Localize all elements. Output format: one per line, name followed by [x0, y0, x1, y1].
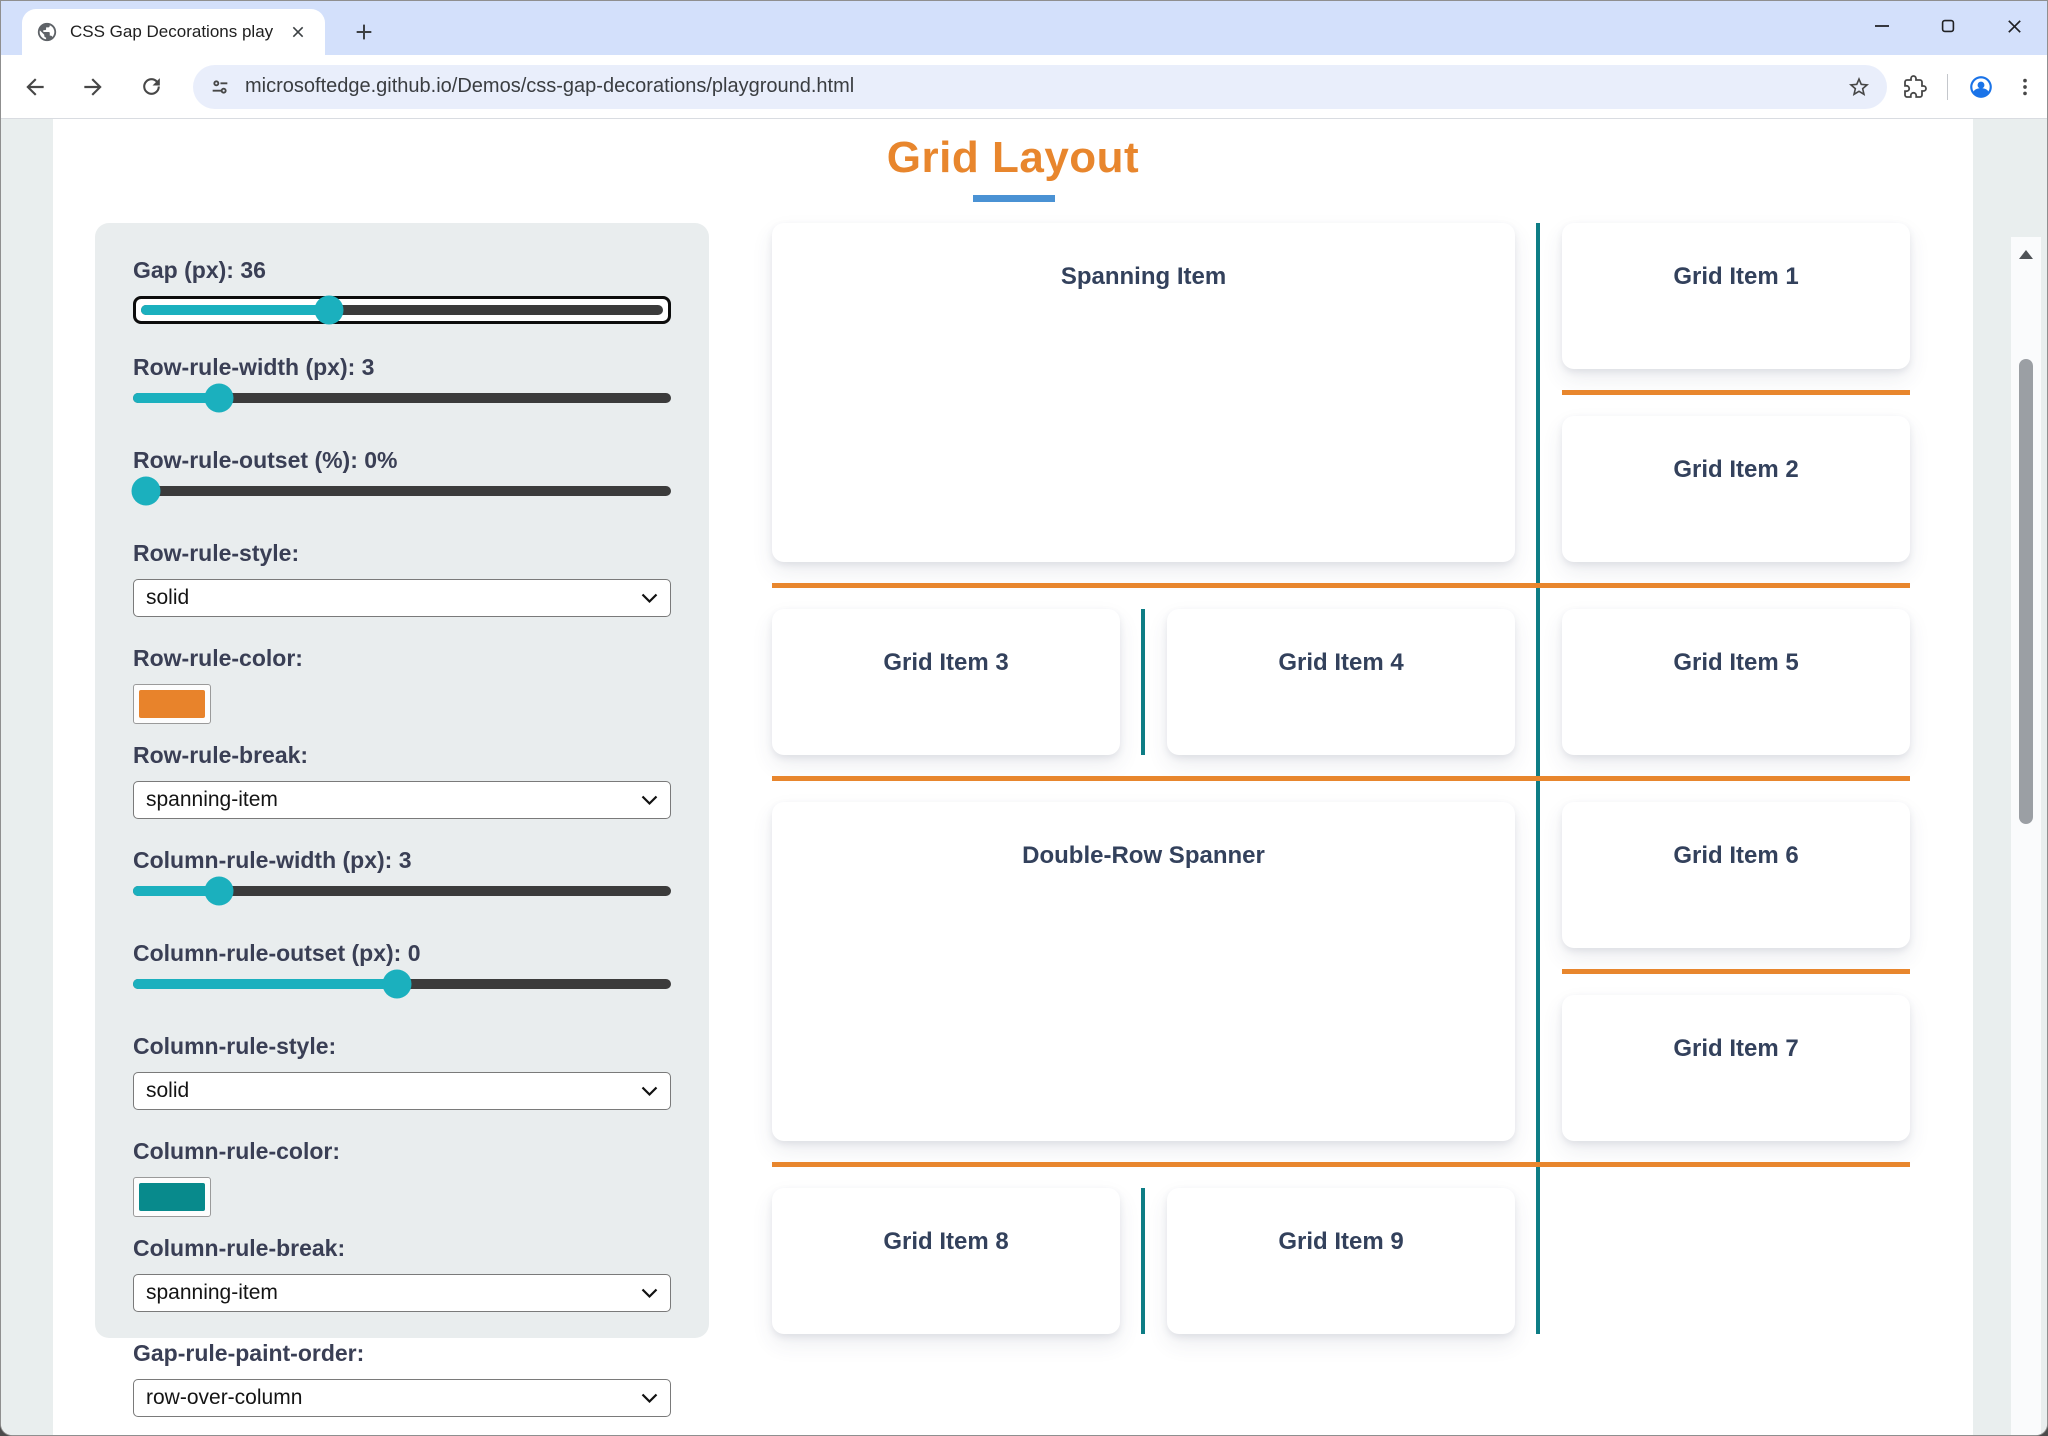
- slider-thumb[interactable]: [382, 969, 412, 999]
- row-rule-width-label: Row-rule-width (px): 3: [133, 354, 375, 380]
- address-bar[interactable]: microsoftedge.github.io/Demos/css-gap-de…: [193, 64, 1887, 109]
- window-controls: [1867, 11, 2029, 41]
- forward-icon[interactable]: [71, 65, 115, 109]
- slider-fill: [133, 979, 397, 989]
- gap-slider[interactable]: [141, 295, 663, 325]
- gap-slider-focus-ring: [133, 295, 671, 325]
- column-rule-style-select[interactable]: solid: [133, 1072, 671, 1110]
- page-viewport: Grid Layout Gap (px): 36 Row-rule-width …: [1, 119, 2047, 1435]
- grid-card-5: Grid Item 5: [1562, 609, 1910, 755]
- slider-thumb[interactable]: [204, 383, 234, 413]
- grid-card-6: Grid Item 6: [1562, 802, 1910, 948]
- row-rule-width-slider[interactable]: [133, 383, 671, 413]
- gap-label: Gap (px): 36: [133, 257, 266, 283]
- column-rule-break-label: Column-rule-break:: [133, 1235, 346, 1261]
- slider-fill: [133, 886, 220, 896]
- minimize-icon[interactable]: [1867, 11, 1897, 41]
- column-rule-outset-label: Column-rule-outset (px): 0: [133, 940, 421, 966]
- vertical-scrollbar[interactable]: [2011, 237, 2041, 1435]
- url-text[interactable]: microsoftedge.github.io/Demos/css-gap-de…: [245, 75, 855, 97]
- grid-card-spanning-item: Spanning Item: [772, 223, 1515, 562]
- color-swatch: [139, 1183, 205, 1211]
- page-title: Grid Layout: [886, 133, 1140, 182]
- slider-fill: [141, 305, 329, 315]
- slider-thumb[interactable]: [131, 476, 161, 506]
- column-rule-row6: [1141, 1188, 1145, 1334]
- slider-thumb[interactable]: [314, 295, 344, 325]
- column-rule-row3: [1141, 609, 1145, 755]
- grid-card-7: Grid Item 7: [1562, 995, 1910, 1141]
- color-swatch: [139, 690, 205, 718]
- extensions-icon[interactable]: [1903, 74, 1927, 99]
- browser-toolbar: microsoftedge.github.io/Demos/css-gap-de…: [1, 55, 2047, 119]
- column-rule-color-input[interactable]: [133, 1177, 211, 1217]
- globe-favicon-icon: [36, 21, 58, 43]
- row-rule-full-rows2-3: [772, 583, 1910, 588]
- column-rule-style-label: Column-rule-style:: [133, 1033, 337, 1059]
- grid-card-2: Grid Item 2: [1562, 416, 1910, 562]
- controls-panel: Gap (px): 36 Row-rule-width (px): 3 Row-…: [95, 223, 709, 1417]
- row-rule-color-input[interactable]: [133, 684, 211, 724]
- column-rule-break-select[interactable]: spanning-item: [133, 1274, 671, 1312]
- column-rule-color-label: Column-rule-color:: [133, 1138, 340, 1164]
- toolbar-separator: [1947, 73, 1948, 100]
- maximize-icon[interactable]: [1933, 11, 1963, 41]
- column-rule-outset-slider[interactable]: [133, 969, 671, 999]
- chevron-down-icon: [641, 1288, 658, 1299]
- column-rule-width-label: Column-rule-width (px): 3: [133, 847, 412, 873]
- scrollbar-thumb[interactable]: [2019, 359, 2033, 824]
- site-info-icon[interactable]: [209, 76, 231, 98]
- row-rule-break-select[interactable]: spanning-item: [133, 781, 671, 819]
- slider-fill: [133, 393, 220, 403]
- bookmark-star-icon[interactable]: [1847, 75, 1871, 99]
- tab-close-icon[interactable]: [285, 19, 311, 45]
- new-tab-button[interactable]: [349, 17, 379, 47]
- browser-tab[interactable]: CSS Gap Decorations playgroun: [22, 9, 325, 55]
- row-rule-style-select[interactable]: solid: [133, 579, 671, 617]
- grid-card-double-row-spanner: Double-Row Spanner: [772, 802, 1515, 1141]
- tab-title: CSS Gap Decorations playgroun: [70, 22, 273, 41]
- row-rule-outset-slider[interactable]: [131, 476, 671, 506]
- grid-card-9: Grid Item 9: [1167, 1188, 1515, 1334]
- reload-icon[interactable]: [129, 65, 173, 109]
- grid-card-3: Grid Item 3: [772, 609, 1120, 755]
- browser-menu-icon[interactable]: [2014, 76, 2036, 98]
- gap-rule-paint-order-select[interactable]: row-over-column: [133, 1379, 671, 1417]
- column-rule-width-slider[interactable]: [133, 876, 671, 906]
- row-rule-outset-label: Row-rule-outset (%): 0%: [133, 447, 398, 473]
- row-rule-full-rows5-6: [772, 1162, 1910, 1167]
- row-rule-col3-rows1-2: [1562, 390, 1910, 395]
- grid-card-1: Grid Item 1: [1562, 223, 1910, 369]
- gap-rule-paint-order-label: Gap-rule-paint-order:: [133, 1340, 365, 1366]
- scroll-up-icon[interactable]: [2011, 239, 2041, 269]
- grid-card-4: Grid Item 4: [1167, 609, 1515, 755]
- row-rule-break-label: Row-rule-break:: [133, 742, 309, 768]
- page-sheet: Grid Layout Gap (px): 36 Row-rule-width …: [53, 119, 1973, 1435]
- profile-avatar-icon[interactable]: [1968, 74, 1994, 100]
- close-icon[interactable]: [1999, 11, 2029, 41]
- row-rule-color-label: Row-rule-color:: [133, 645, 303, 671]
- tab-strip: CSS Gap Decorations playgroun: [1, 1, 2047, 55]
- chevron-down-icon: [641, 1393, 658, 1404]
- row-rule-col3-rows4-5: [1562, 969, 1910, 974]
- slider-thumb[interactable]: [204, 876, 234, 906]
- row-rule-style-label: Row-rule-style:: [133, 540, 300, 566]
- title-underline: [973, 195, 1055, 202]
- demo-grid: Spanning Item Grid Item 1 Grid Item 2 Gr…: [772, 223, 1910, 1334]
- back-icon[interactable]: [13, 65, 57, 109]
- chevron-down-icon: [641, 1086, 658, 1097]
- row-rule-full-rows3-4: [772, 776, 1910, 781]
- grid-card-8: Grid Item 8: [772, 1188, 1120, 1334]
- chevron-down-icon: [641, 795, 658, 806]
- chevron-down-icon: [641, 593, 658, 604]
